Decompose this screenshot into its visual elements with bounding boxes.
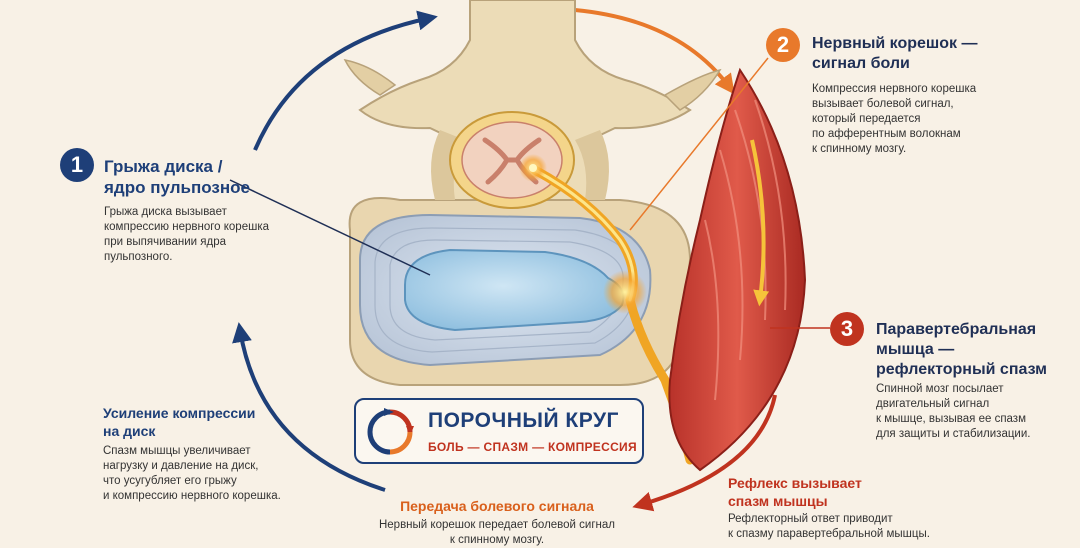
reflex-text: Рефлекторный ответ приводит к спазму пар… <box>728 513 930 540</box>
step-3-title: Паравертебральная мышца — рефлекторный с… <box>876 321 1047 378</box>
leader-line-2 <box>629 57 769 231</box>
transmission-title: Передача болевого сигнала <box>400 498 594 514</box>
compression-title: Усиление компрессии на диск <box>103 405 256 439</box>
vicious-circle-title: ПОРОЧНЫЙ КРУГ <box>428 409 619 432</box>
cycle-arrow-top-left <box>253 10 438 151</box>
vicious-circle-subtitle: БОЛЬ — СПАЗМ — КОМПРЕССИЯ <box>428 440 637 454</box>
step-1-text: Грыжа диска вызывает компрессию нервного… <box>104 206 270 263</box>
transmission-text: Нервный корешок передает болевой сигнал … <box>378 519 616 546</box>
step-2-title: Нервный корешок — сигнал боли <box>812 35 978 72</box>
reflex-title: Рефлекс вызывает спазм мышцы <box>728 475 862 509</box>
compression-text: Спазм мышцы увеличивает нагрузку и давле… <box>103 445 281 502</box>
step-2-text: Компрессия нервного корешка вызывает бол… <box>812 83 977 155</box>
step-3-text: Спинной мозг посылает двигательный сигна… <box>876 383 1031 440</box>
spasm-arrow <box>750 139 770 307</box>
cycle-icon <box>367 408 414 455</box>
step-3-number: 3 <box>830 312 864 346</box>
cycle-arrow-left <box>232 322 386 492</box>
spinal-cord <box>449 111 575 209</box>
vicious-circle-box: ПОРОЧНЫЙ КРУГ БОЛЬ — СПАЗМ — КОМПРЕССИЯ <box>354 398 644 464</box>
paravertebral-muscle <box>668 67 807 472</box>
leader-line-1 <box>229 179 431 276</box>
cycle-arrow-right <box>632 394 777 512</box>
step-1-number: 1 <box>60 148 94 182</box>
step-2-number: 2 <box>766 28 800 62</box>
step-1-title: Грыжа диска / ядро пульпозное <box>104 157 250 197</box>
